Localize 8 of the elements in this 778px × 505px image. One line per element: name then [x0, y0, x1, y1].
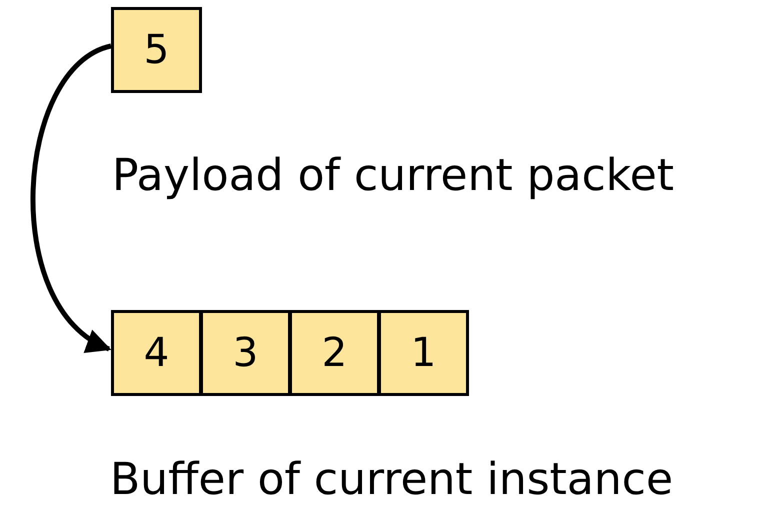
- caption-text: Buffer of current instance: [110, 453, 674, 505]
- buffer-cell: 3: [200, 310, 291, 396]
- buffer-cell: 4: [111, 310, 202, 396]
- caption-text: Payload of current packet: [112, 149, 674, 203]
- curved-arrow: [30, 44, 112, 352]
- buffer-cell: 5: [111, 7, 202, 93]
- buffer-cell: 2: [289, 310, 380, 396]
- buffer-cell: 1: [378, 310, 469, 396]
